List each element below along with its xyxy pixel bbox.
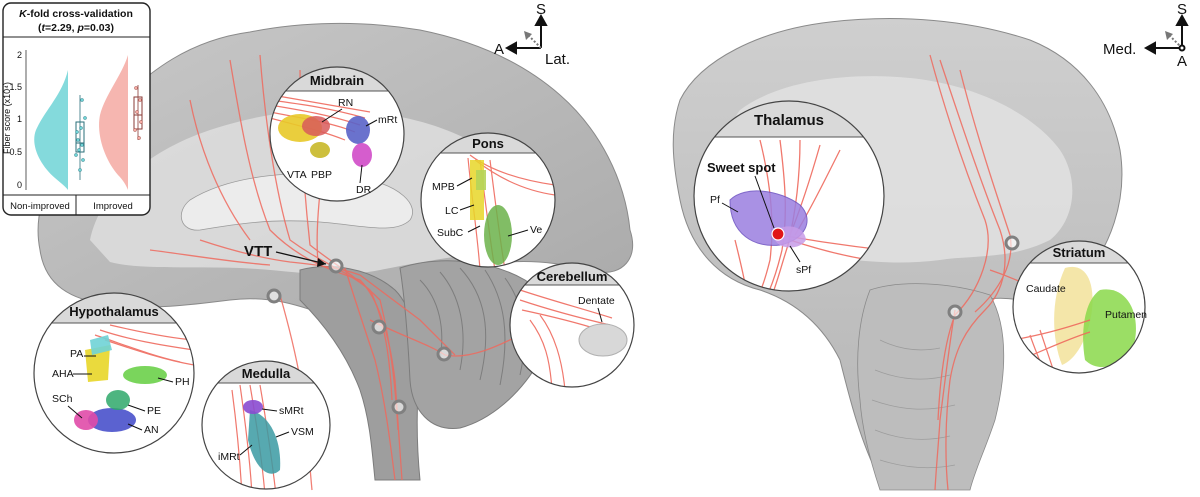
- striatum-label-caudate: Caudate: [1026, 283, 1066, 295]
- medulla-label-vsm: VSM: [291, 426, 314, 438]
- hypo-label-an: AN: [144, 424, 159, 436]
- orient-right-med: Med.: [1103, 41, 1136, 58]
- midbrain-label-vta: VTA: [287, 169, 307, 181]
- cerebellum: [399, 260, 549, 429]
- inset-pons: Pons MPB LC SubC Ve: [420, 132, 556, 268]
- violin-yticks: 0 0.5 1 1.5 2: [9, 50, 22, 190]
- inset-midbrain: Midbrain RN mRt VTA PBP DR: [269, 66, 405, 202]
- target-marker-striatum: [947, 304, 963, 320]
- inset-striatum: Striatum Caudate Putamen: [1012, 240, 1147, 374]
- target-marker-vtt: [328, 258, 344, 274]
- violin-improved: [99, 55, 128, 190]
- inset-hypothalamus: Hypothalamus PA AHA PH SCh PE AN: [33, 292, 195, 454]
- medulla-label-smrt: sMRt: [279, 405, 304, 417]
- target-marker-lower: [391, 399, 407, 415]
- ytick-0: 0: [17, 180, 22, 190]
- midbrain-label-mrt: mRt: [378, 114, 397, 126]
- orient-right-s: S: [1177, 1, 1187, 18]
- pons-title: Pons: [472, 136, 504, 151]
- coronal-cerebellum-texture: [871, 339, 956, 469]
- violin-ylabel: Fiber score (x10⁴): [2, 82, 12, 154]
- inset-cerebellum: Cerebellum Dentate: [509, 262, 635, 388]
- pons-label-subc: SubC: [437, 227, 464, 239]
- target-marker-thalamus: [1004, 235, 1020, 251]
- cerebellum-label-dentate: Dentate: [578, 295, 615, 307]
- group-label-non-improved: Non-improved: [10, 201, 70, 212]
- ytick-1: 1: [17, 114, 22, 124]
- violin-stats: (t=2.29, p=0.03): [38, 22, 114, 34]
- group-label-improved: Improved: [93, 201, 133, 212]
- violin-panel: K-fold cross-validation (t=2.29, p=0.03)…: [2, 2, 151, 216]
- thalamus-label-spf: sPf: [796, 264, 811, 276]
- striatum-title: Striatum: [1053, 245, 1106, 260]
- boxplot-non-improved: [74, 95, 87, 180]
- cerebellum-title: Cerebellum: [537, 269, 608, 284]
- orient-right-a: A: [1177, 53, 1187, 70]
- hypo-label-aha: AHA: [52, 368, 74, 380]
- orient-left-a: A: [494, 41, 504, 58]
- violin-title: K-fold cross-validation: [19, 8, 133, 20]
- pons-label-mpb: MPB: [432, 181, 455, 193]
- midbrain-label-rn: RN: [338, 97, 353, 109]
- orient-left-s: S: [536, 1, 546, 18]
- ytick-2: 2: [17, 50, 22, 60]
- inset-medulla: Medulla sMRt VSM iMRt: [201, 360, 331, 490]
- striatum-label-putamen: Putamen: [1105, 309, 1147, 321]
- brainstem: [299, 266, 421, 481]
- violin-non-improved: [34, 70, 68, 190]
- hypo-label-pe: PE: [147, 405, 161, 417]
- hypo-label-ph: PH: [175, 376, 190, 388]
- orientation-left: [504, 13, 548, 55]
- midbrain-label-pbp: PBP: [311, 169, 332, 181]
- ytick-0-5: 0.5: [9, 147, 22, 157]
- boxplot-improved: [133, 85, 143, 140]
- vtt-annotation: VTT: [244, 243, 327, 267]
- target-marker-medulla: [371, 319, 387, 335]
- sagittal-target-markers: [266, 258, 452, 415]
- hypo-label-pa: PA: [70, 348, 83, 360]
- coronal-fiber-tracts: [929, 54, 1071, 491]
- midbrain-label-dr: DR: [356, 184, 372, 196]
- hypo-label-sch: SCh: [52, 393, 73, 405]
- orientation-right: [1143, 13, 1189, 55]
- thalamus-title: Thalamus: [754, 112, 824, 129]
- midbrain-title: Midbrain: [310, 73, 364, 88]
- thalamus-label-pf: Pf: [710, 194, 720, 206]
- medulla-label-imrt: iMRt: [218, 451, 240, 463]
- thalamus-label-sweet-spot: Sweet spot: [707, 160, 776, 175]
- orient-left-lat: Lat.: [545, 51, 570, 68]
- vtt-label: VTT: [244, 243, 272, 260]
- ytick-1-5: 1.5: [9, 82, 22, 92]
- target-marker-cerebellum: [436, 346, 452, 362]
- pons-label-lc: LC: [445, 205, 459, 217]
- hypothalamus-title: Hypothalamus: [69, 304, 159, 319]
- coronal-target-markers: [947, 235, 1020, 320]
- pons-label-ve: Ve: [530, 224, 542, 236]
- target-marker-hypothalamus: [266, 288, 282, 304]
- sweet-spot-marker: [771, 227, 785, 241]
- coronal-brainstem: [857, 283, 1005, 491]
- medulla-title: Medulla: [242, 366, 291, 381]
